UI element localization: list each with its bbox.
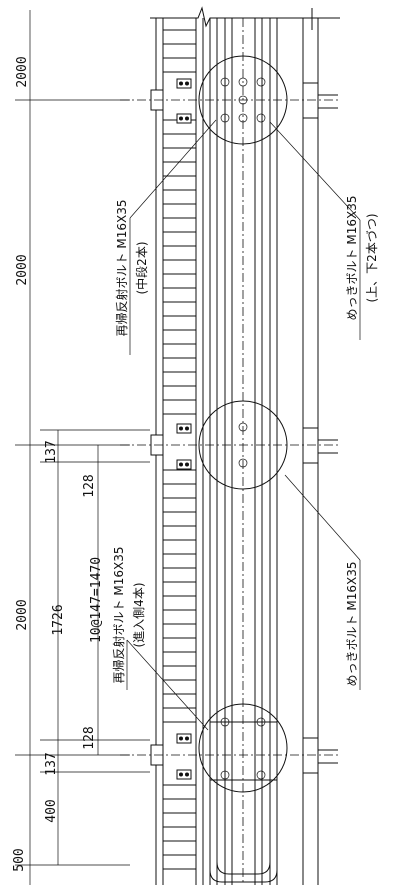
reflector-dot: [185, 736, 189, 741]
dim-128-bot: 128: [82, 726, 97, 749]
dim-2000-mid: 2000: [15, 254, 30, 285]
support-column: [302, 18, 338, 885]
dim-10at147: 10@147=1470: [89, 557, 104, 643]
reflector-dot: [179, 426, 183, 431]
reflector-bolt-icon: [176, 113, 192, 124]
dim-1726: 1726: [51, 604, 66, 635]
label-bolt-entry-2: (進入側4本): [132, 583, 146, 648]
reflector-bolt-icon: [176, 78, 192, 780]
reflector-dot: [185, 426, 189, 431]
reflector-bolt-icon: [176, 459, 192, 470]
splice-circle-bottom: [198, 703, 288, 793]
dim-2000-top: 2000: [15, 56, 30, 87]
post-heads: [120, 89, 340, 766]
label-plated-top-2: (上、下2本づつ): [365, 214, 379, 303]
rail-end-terminal: [209, 792, 278, 883]
reflector-dot: [185, 772, 189, 777]
dim-137-top: 137: [44, 440, 59, 463]
dim-400: 400: [44, 799, 59, 822]
label-bolt-middle-1: 再帰反射ボルト M16X35: [114, 200, 129, 337]
reflector-dot: [179, 462, 183, 467]
annotation-texts: 再帰反射ボルト M16X35 (中段2本) 再帰反射ボルト M16X35 (進入…: [111, 196, 379, 687]
reflector-bolt-icon: [176, 423, 192, 434]
label-bolt-entry-1: 再帰反射ボルト M16X35: [111, 547, 126, 684]
dimension-lines: [15, 10, 150, 885]
label-plated-mid: めっきボルト M16X35: [345, 562, 359, 687]
dim-500: 500: [12, 848, 27, 871]
reflector-dot: [179, 116, 183, 121]
reflector-bolt-icon: [176, 733, 192, 744]
dim-2000-bot: 2000: [15, 599, 30, 630]
break-lines: [150, 6, 340, 30]
label-bolt-middle-2: (中段2本): [134, 242, 149, 295]
dim-137-bot: 137: [44, 752, 59, 775]
reflector-dot: [185, 462, 189, 467]
reflector-bolt-icon: [176, 769, 192, 780]
reflector-dot: [179, 772, 183, 777]
leader-lines: [126, 119, 361, 731]
label-plated-top-1: めっきボルト M16X35: [345, 196, 359, 321]
reflector-bolt-icon: [176, 78, 192, 89]
dimension-texts: 2000 2000 2000 137 128 1726 10@147=1470 …: [12, 56, 104, 871]
splice-circle-top: [198, 55, 288, 145]
reflector-dot: [185, 116, 189, 121]
reflector-dot: [185, 81, 189, 86]
reflector-dot: [179, 736, 183, 741]
reflector-dot: [179, 81, 183, 86]
dim-128-top: 128: [82, 474, 97, 497]
splice-circle-middle: [198, 400, 288, 490]
